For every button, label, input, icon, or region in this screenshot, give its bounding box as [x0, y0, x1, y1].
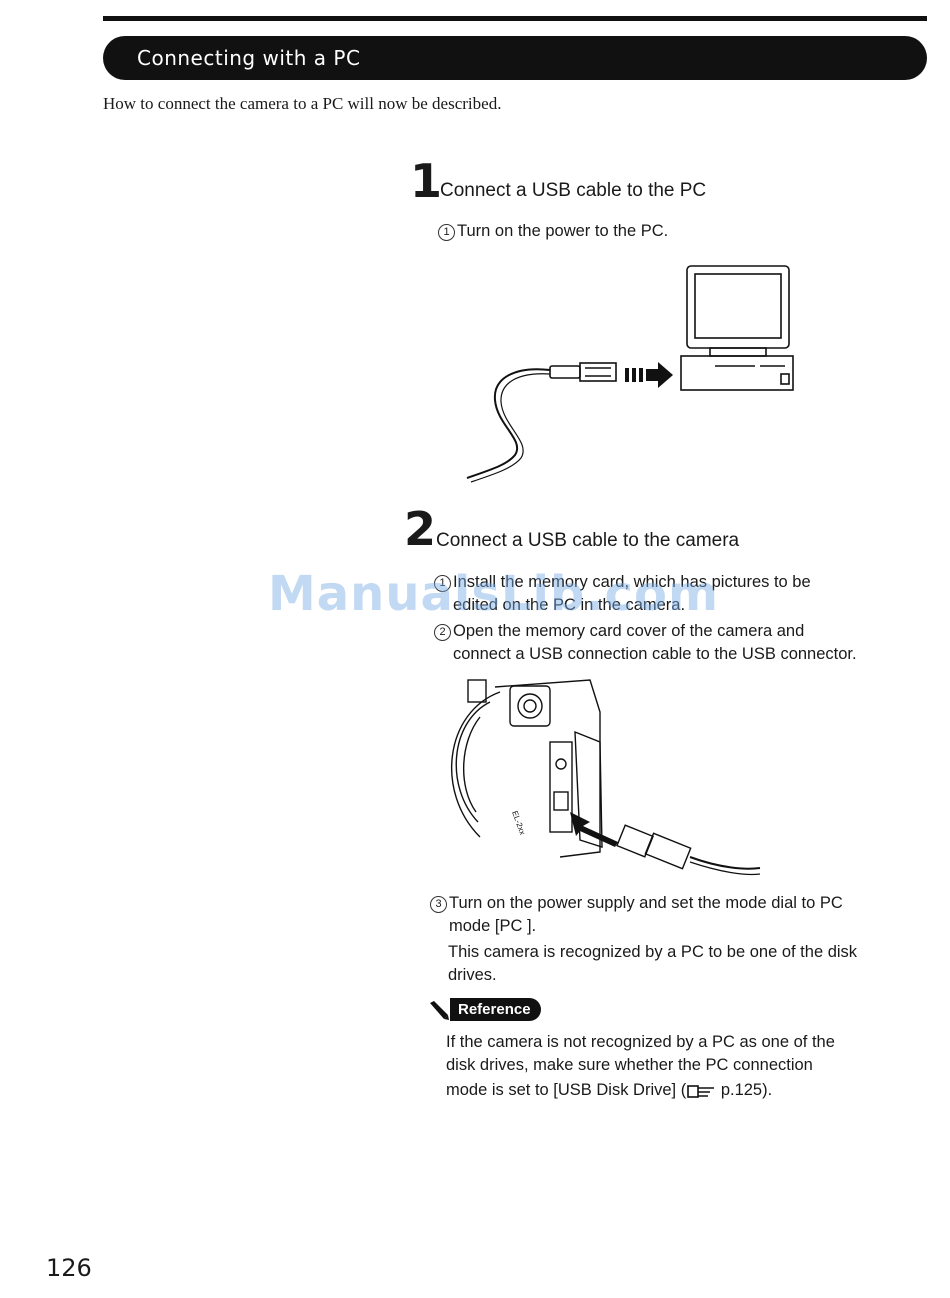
circled-number: 1 [438, 224, 455, 241]
step-2-item-2-line-2: connect a USB connection cable to the US… [453, 645, 857, 663]
page-number: 126 [46, 1254, 92, 1282]
reference-badge: Reference [428, 998, 541, 1021]
step-2-item-3-line-1: Turn on the power supply and set the mod… [449, 894, 843, 912]
pointing-hand-icon [687, 1085, 715, 1098]
reference-text: If the camera is not recognized by a PC … [446, 1031, 835, 1102]
step-2-item-3-line-2: mode [PC ]. [449, 917, 537, 935]
section-header: Connecting with a PC [103, 36, 927, 80]
step-2-item-1-line-2: edited on the PC in the camera. [453, 596, 686, 614]
svg-text:EL-2xx: EL-2xx [510, 810, 527, 836]
step-2-note-line-2: drives. [448, 966, 497, 984]
circled-number: 2 [434, 624, 451, 641]
step-1-title: Connect a USB cable to the PC [440, 180, 707, 201]
reference-label: Reference [450, 998, 541, 1021]
step-2-note: This camera is recognized by a PC to be … [448, 941, 857, 987]
reference-page-ref: p.125). [716, 1081, 773, 1099]
section-title: Connecting with a PC [137, 46, 361, 70]
reference-line-2: disk drives, make sure whether the PC co… [446, 1056, 813, 1074]
reference-line-1: If the camera is not recognized by a PC … [446, 1033, 835, 1051]
reference-line-3: mode is set to [USB Disk Drive] ( [446, 1081, 687, 1099]
circled-number: 3 [430, 896, 447, 913]
step-1-number: 1 [410, 154, 443, 208]
step-2-item-2-line-1: Open the memory card cover of the camera… [453, 622, 805, 640]
step-2-note-line-1: This camera is recognized by a PC to be … [448, 943, 858, 961]
step-2-number: 2 [404, 502, 437, 556]
camera-usb-illustration: EL-2xx [451, 679, 761, 876]
circled-number: 1 [434, 575, 451, 592]
step-2-title: Connect a USB cable to the camera [436, 530, 740, 551]
intro-text: How to connect the camera to a PC will n… [103, 94, 502, 113]
step-1-item-1-text: Turn on the power to the PC. [457, 222, 669, 240]
pc-usb-illustration [466, 265, 794, 483]
step-2-item-1-line-1: Install the memory card, which has pictu… [453, 573, 811, 591]
watermark: ManualsLib.com [268, 566, 719, 622]
top-rule [103, 16, 927, 21]
pencil-icon [430, 1000, 449, 1020]
